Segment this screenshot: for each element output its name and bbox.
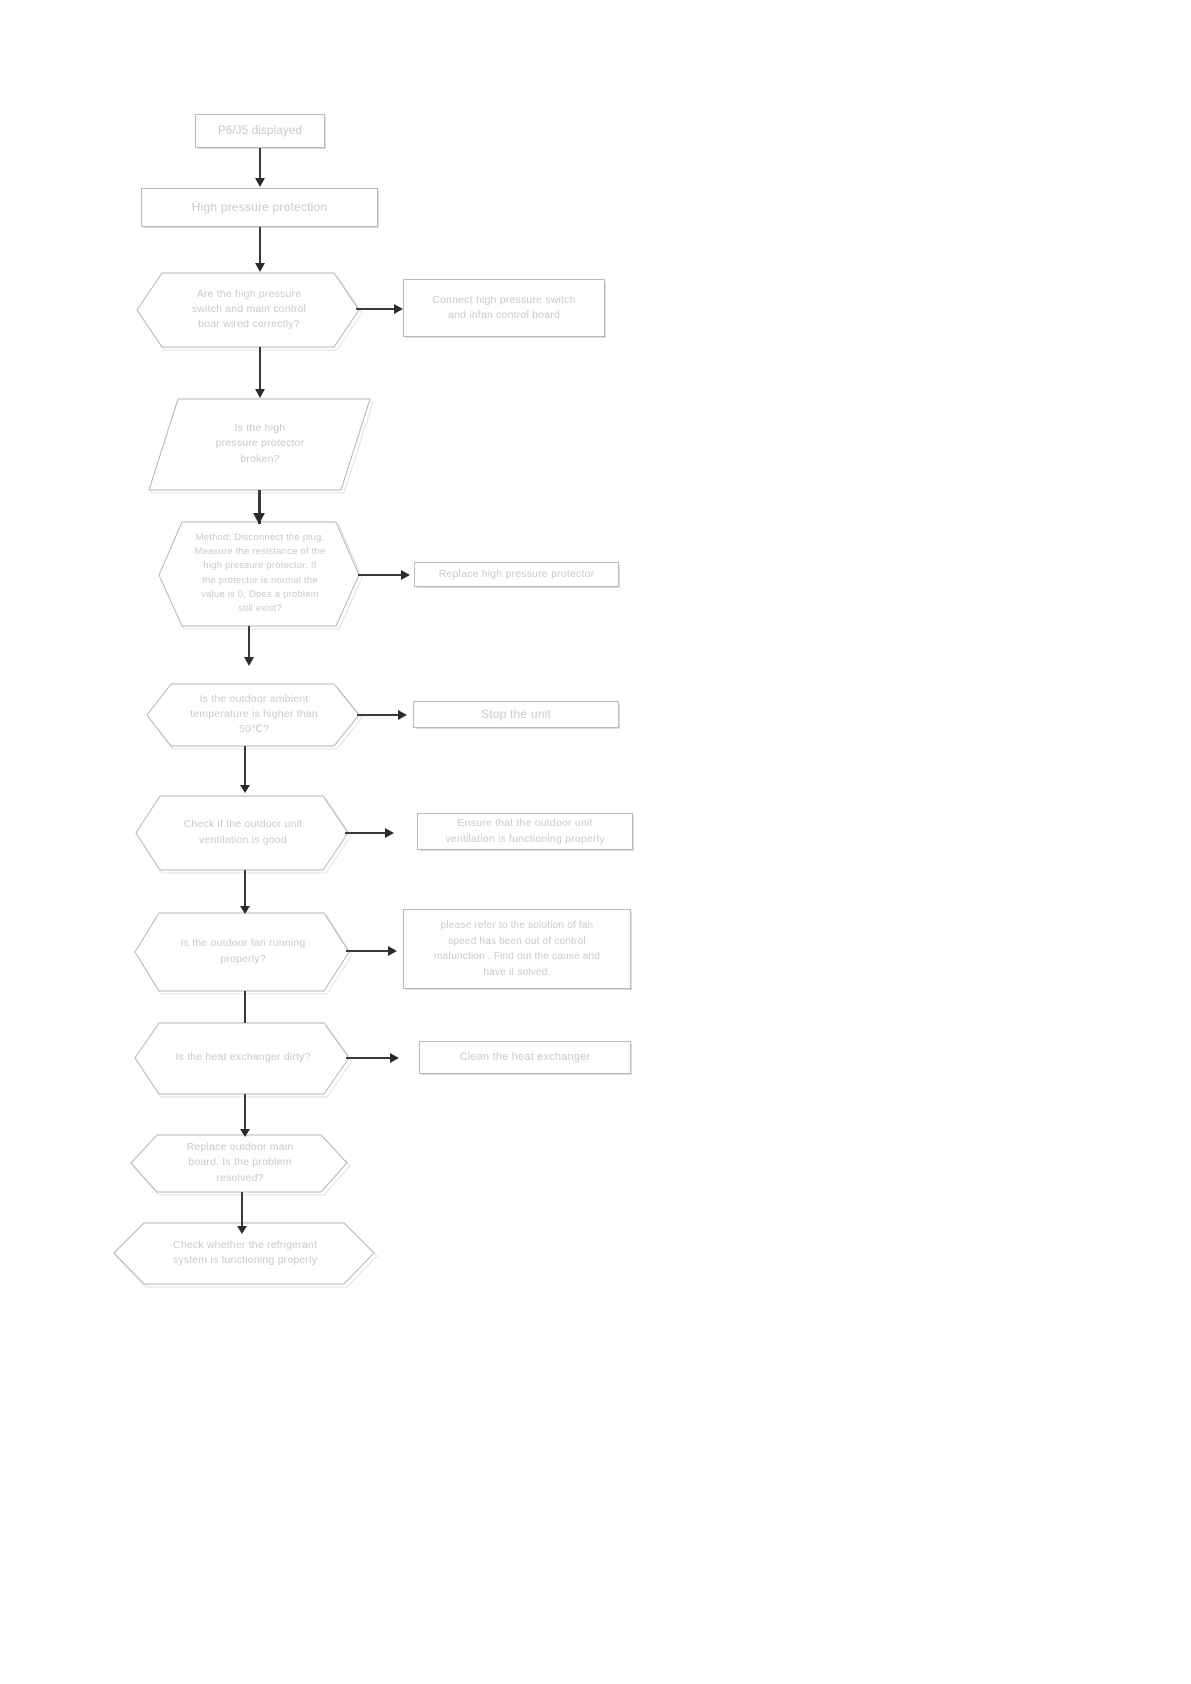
hexagon-shape — [113, 1222, 378, 1288]
node-ventilation-check-question: Check if the outdoor unit ventilation is… — [135, 795, 352, 874]
hexagon-shape — [130, 1134, 351, 1196]
node-clean-heat-exchanger: Clean the heat exchanger — [419, 1041, 631, 1074]
arrow-down-icon — [244, 657, 254, 666]
node-label: Is the outdoor fan running properly? — [180, 937, 306, 965]
node-replace-protector: Replace high pressure protector — [414, 562, 619, 587]
node-wiring-question: Are the high pressure switch and main co… — [136, 272, 363, 351]
edge-stub — [358, 574, 383, 576]
arrow-down-icon — [253, 513, 265, 524]
edge-n10-n12 — [244, 870, 246, 912]
node-label: High pressure protection — [191, 199, 328, 214]
node-label: Check if the outdoor unit ventilation is… — [183, 818, 303, 846]
edge-n6-n8 — [248, 626, 250, 662]
node-label: Check whether the refrigerant system is … — [172, 1238, 318, 1266]
node-connect-switch-board: Connect high pressure switch and infan c… — [403, 279, 605, 337]
arrow-right-icon — [398, 710, 407, 720]
arrow-down-icon — [240, 785, 250, 793]
edge-n8-n10 — [244, 746, 246, 790]
edge-stub — [356, 308, 378, 310]
edge-n10-n11 — [369, 832, 385, 834]
hexagon-shape — [136, 272, 363, 351]
node-label: Are the high pressure switch and main co… — [191, 287, 307, 331]
node-label: Is the heat exchanger dirty? — [175, 1051, 311, 1064]
edge-n12-n13 — [372, 950, 388, 952]
edge-stub — [345, 832, 369, 834]
node-ambient-temperature-question: Is the outdoor ambient temperature is hi… — [146, 683, 363, 750]
node-ensure-ventilation: Ensure that the outdoor unit ventilation… — [417, 813, 633, 850]
hexagon-shape — [134, 1022, 353, 1098]
node-stop-the-unit: Stop the unit — [413, 701, 619, 728]
node-label: Stop the unit — [481, 706, 551, 721]
arrow-down-icon — [255, 178, 265, 187]
edge-n12-n14 — [244, 991, 246, 1023]
arrow-right-icon — [385, 828, 394, 838]
arrow-down-icon — [240, 1129, 250, 1137]
node-label: please refer to the solution of fan spee… — [434, 920, 600, 978]
node-replace-main-board-question: Replace outdoor main board. Is the probl… — [130, 1134, 351, 1196]
hexagon-shape — [134, 912, 353, 995]
node-label: P6/J5 displayed — [217, 124, 303, 137]
parallelogram-shape — [148, 398, 374, 494]
hexagon-shape — [158, 521, 363, 630]
edge-n5-n6 — [258, 490, 261, 524]
arrow-right-icon — [388, 946, 397, 956]
node-label: Replace outdoor main board. Is the probl… — [186, 1141, 294, 1184]
arrow-right-icon — [401, 570, 410, 580]
node-label: Is the high pressure protector broken? — [215, 422, 305, 465]
edge-n3-n4 — [378, 308, 394, 310]
node-fan-speed-solution: please refer to the solution of fan spee… — [403, 909, 631, 989]
arrow-down-icon — [237, 1226, 247, 1234]
edge-n3-n5 — [259, 347, 261, 395]
node-p6-j5-displayed: P6/J5 displayed — [195, 114, 325, 148]
node-heat-exchanger-dirty-question: Is the heat exchanger dirty? — [134, 1022, 353, 1098]
node-protector-broken-question: Is the high pressure protector broken? — [148, 398, 374, 494]
node-label: Is the outdoor ambient temperature is hi… — [190, 692, 318, 736]
node-label: Replace high pressure protector — [438, 567, 595, 580]
edge-n6-n7 — [383, 574, 401, 576]
node-measure-resistance-method: Method: Disconnect the plug, Measure the… — [158, 521, 363, 630]
edge-n8-n9 — [382, 714, 398, 716]
arrow-down-icon — [255, 389, 265, 398]
edge-n1-n2 — [259, 148, 261, 181]
edge-n14-n16 — [244, 1094, 246, 1134]
node-high-pressure-protection: High pressure protection — [141, 188, 378, 227]
edge-stub — [346, 1057, 372, 1059]
hexagon-shape — [146, 683, 363, 750]
edge-n16-n17 — [241, 1192, 243, 1230]
edge-stub — [357, 714, 382, 716]
node-label: Method: Disconnect the plug, Measure the… — [194, 531, 326, 614]
arrow-down-icon — [255, 263, 265, 272]
node-label: Clean the heat exchanger — [459, 1050, 591, 1063]
arrow-down-icon — [240, 906, 250, 914]
node-label: Connect high pressure switch and infan c… — [432, 293, 576, 321]
edge-n2-n3 — [259, 227, 261, 267]
arrow-right-icon — [394, 304, 403, 314]
edge-n14-n15 — [372, 1057, 390, 1059]
edge-stub — [346, 950, 372, 952]
arrow-right-icon — [390, 1053, 399, 1063]
hexagon-shape — [135, 795, 352, 874]
node-outdoor-fan-question: Is the outdoor fan running properly? — [134, 912, 353, 995]
node-label: Ensure that the outdoor unit ventilation… — [445, 817, 605, 845]
node-check-refrigerant-system: Check whether the refrigerant system is … — [113, 1222, 378, 1288]
